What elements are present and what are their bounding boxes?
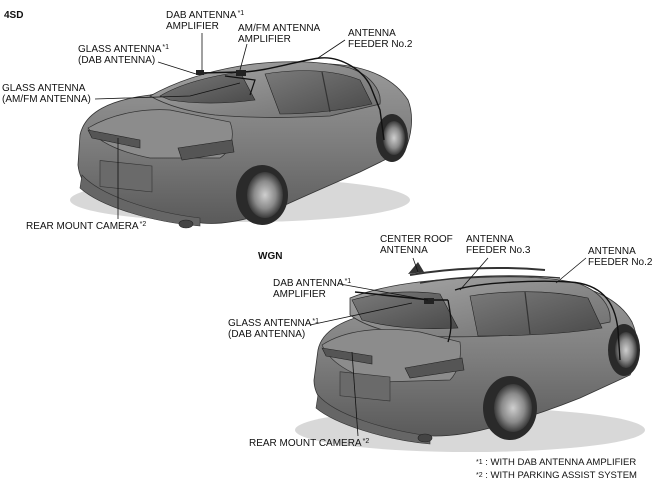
label-sedan-glass-antenna-dab: GLASS ANTENNA*1 (DAB ANTENNA) (78, 44, 169, 66)
footnote-mark: *2 (139, 221, 147, 228)
label-line: ANTENNA (466, 234, 514, 245)
label-line: REAR MOUNT CAMERA (26, 221, 139, 232)
label-line: FEEDER No.3 (466, 245, 531, 256)
label-wagon-glass-antenna-dab: GLASS ANTENNA*1 (DAB ANTENNA) (228, 318, 319, 340)
footnote-mark: *1 (162, 44, 169, 51)
label-wagon-antenna-feeder-3: ANTENNA FEEDER No.3 (466, 234, 530, 256)
footnote-mark: *1 (237, 10, 245, 17)
label-line: (DAB ANTENNA) (78, 55, 156, 66)
label-wagon-antenna-feeder-2: ANTENNA FEEDER No.2 (588, 246, 652, 268)
label-line: GLASS ANTENNA (2, 83, 86, 94)
footnote-mark: *1 (476, 459, 483, 466)
label-line: FEEDER No.2 (588, 257, 653, 268)
label-line: DAB ANTENNA (273, 278, 344, 289)
label-line: CENTER ROOF (380, 234, 453, 245)
sedan-leader-lines (94, 33, 346, 219)
label-sedan-antenna-feeder-2: ANTENNA FEEDER No.2 (348, 28, 412, 50)
wagon-leader-lines (309, 257, 587, 437)
footnote-2: *2 : WITH PARKING ASSIST SYSTEM (476, 470, 637, 482)
label-sedan-glass-antenna-amfm: GLASS ANTENNA (AM/FM ANTENNA) (2, 83, 91, 105)
footnote-mark: *2 (476, 472, 483, 479)
footnote-text: : WITH PARKING ASSIST SYSTEM (482, 470, 637, 481)
section-title-wgn: WGN (258, 251, 283, 262)
label-line: GLASS ANTENNA (228, 318, 312, 329)
label-line: GLASS ANTENNA (78, 44, 162, 55)
sedan-car (70, 57, 412, 229)
label-sedan-amfm-amplifier: AM/FM ANTENNA AMPLIFIER (238, 23, 320, 45)
label-line: DAB ANTENNA (166, 10, 237, 21)
label-sedan-rear-camera: REAR MOUNT CAMERA*2 (26, 221, 146, 232)
footnote-mark: *1 (312, 318, 319, 325)
footnote-mark: *1 (344, 278, 352, 285)
section-title-4sd: 4SD (4, 10, 24, 21)
label-line: AM/FM ANTENNA (238, 23, 321, 34)
wagon-car (295, 262, 645, 452)
footnote-mark: *2 (362, 438, 370, 445)
label-line: AMPLIFIER (238, 34, 291, 45)
label-line: ANTENNA (348, 28, 396, 39)
label-line: AMPLIFIER (166, 21, 219, 32)
footnote-text: : WITH DAB ANTENNA AMPLIFIER (482, 457, 637, 468)
label-wagon-rear-camera: REAR MOUNT CAMERA*2 (249, 438, 369, 449)
label-line: ANTENNA (380, 245, 428, 256)
label-sedan-dab-amplifier: DAB ANTENNA*1 AMPLIFIER (166, 10, 244, 32)
label-line: ANTENNA (588, 246, 636, 257)
label-wagon-dab-amplifier: DAB ANTENNA*1 AMPLIFIER (273, 278, 351, 300)
label-line: (DAB ANTENNA) (228, 329, 306, 340)
label-wagon-center-roof-antenna: CENTER ROOF ANTENNA (380, 234, 453, 256)
label-line: FEEDER No.2 (348, 39, 413, 50)
label-line: REAR MOUNT CAMERA (249, 438, 362, 449)
label-line: AMPLIFIER (273, 289, 326, 300)
label-line: (AM/FM ANTENNA) (2, 94, 91, 105)
footnote-1: *1 : WITH DAB ANTENNA AMPLIFIER (476, 457, 636, 469)
